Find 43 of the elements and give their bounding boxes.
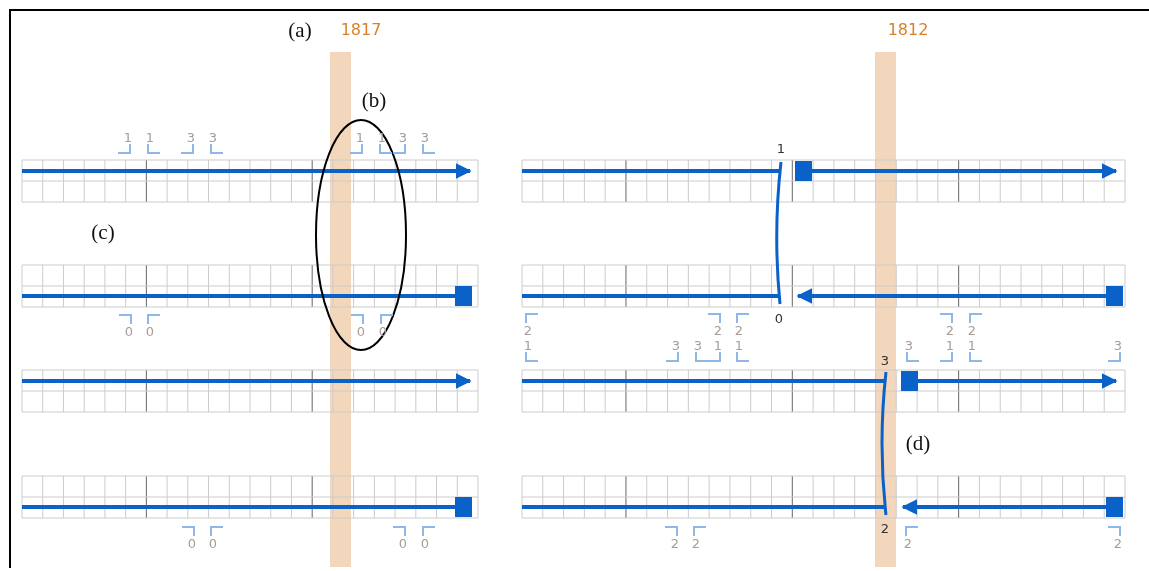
junction-number: 2 bbox=[880, 521, 890, 535]
count-number: 2 bbox=[670, 536, 680, 550]
count-number: 3 bbox=[398, 130, 408, 144]
count-number: 3 bbox=[693, 338, 703, 352]
count-number: 2 bbox=[1113, 536, 1123, 550]
count-number: 2 bbox=[523, 323, 533, 337]
count-number: 0 bbox=[124, 324, 134, 338]
count-number: 3 bbox=[1113, 338, 1123, 352]
count-number: 2 bbox=[691, 536, 701, 550]
count-number: 0 bbox=[398, 536, 408, 550]
count-number: 3 bbox=[420, 130, 430, 144]
position-number: 1812 bbox=[887, 22, 929, 38]
junction-number: 0 bbox=[774, 311, 784, 325]
position-number: 1817 bbox=[340, 22, 382, 38]
panel-label: (b) bbox=[361, 89, 387, 111]
count-number: 0 bbox=[187, 536, 197, 550]
count-number: 1 bbox=[145, 130, 155, 144]
count-number: 0 bbox=[208, 536, 218, 550]
panel-label: (d) bbox=[905, 432, 931, 454]
count-number: 2 bbox=[903, 536, 913, 550]
count-number: 0 bbox=[356, 324, 366, 338]
count-number: 1 bbox=[713, 338, 723, 352]
panel-label: (c) bbox=[91, 221, 115, 243]
count-number: 0 bbox=[378, 324, 388, 338]
panel-label: (a) bbox=[288, 19, 312, 41]
junction-number: 3 bbox=[880, 353, 890, 367]
count-number: 3 bbox=[904, 338, 914, 352]
count-number: 1 bbox=[945, 338, 955, 352]
count-number: 3 bbox=[186, 130, 196, 144]
count-number: 2 bbox=[713, 323, 723, 337]
count-number: 0 bbox=[145, 324, 155, 338]
count-number: 1 bbox=[523, 338, 533, 352]
count-number: 3 bbox=[671, 338, 681, 352]
count-number: 2 bbox=[734, 323, 744, 337]
junction-number: 1 bbox=[776, 141, 786, 155]
count-number: 1 bbox=[734, 338, 744, 352]
count-number: 1 bbox=[355, 130, 365, 144]
count-number: 2 bbox=[967, 323, 977, 337]
count-number: 1 bbox=[123, 130, 133, 144]
count-number: 3 bbox=[208, 130, 218, 144]
count-number: 2 bbox=[945, 323, 955, 337]
count-number: 0 bbox=[420, 536, 430, 550]
count-number: 1 bbox=[967, 338, 977, 352]
